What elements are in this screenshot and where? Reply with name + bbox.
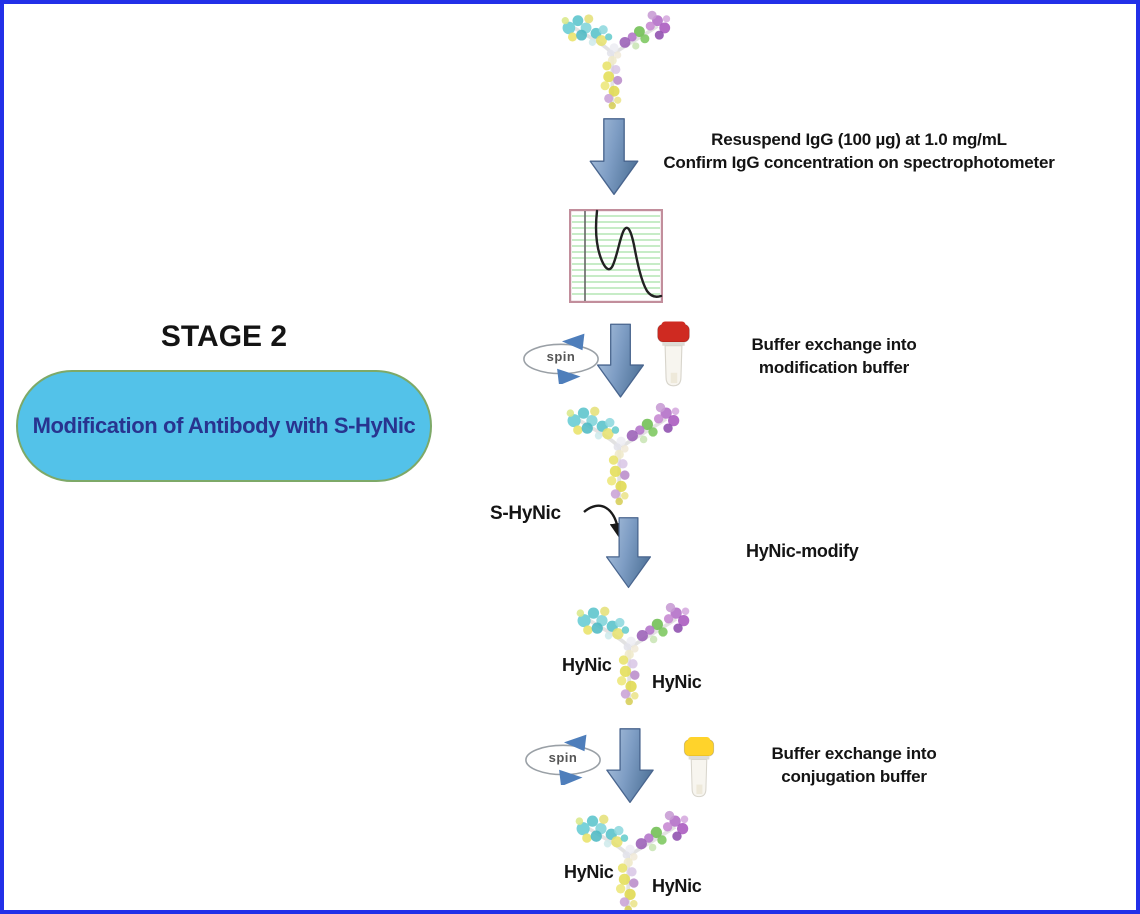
- spin-icon: spin: [522, 733, 604, 785]
- stage-banner-text: Modification of Antibody with S-HyNic: [32, 413, 416, 438]
- curved-arrow-icon: [583, 504, 626, 539]
- stage-banner: Modification of Antibody with S-HyNic: [16, 370, 432, 482]
- step-resuspend-line1: Resuspend IgG (100 µg) at 1.0 mg/mL: [711, 130, 1007, 149]
- step-conjugation-line1: Buffer exchange into: [771, 744, 937, 763]
- antibody-hynic-modified-icon: [570, 806, 692, 914]
- hynic-tag-label: HyNic: [564, 862, 614, 882]
- down-arrow-icon: [596, 323, 645, 399]
- spin-label: spin: [546, 349, 576, 364]
- hynic-modify-label: HyNic-modify: [746, 541, 859, 561]
- step-conjugation-line2: conjugation buffer: [781, 767, 927, 786]
- spin-icon: spin: [520, 332, 602, 384]
- stage-column: STAGE 2 Modification of Antibody with S-…: [16, 320, 432, 482]
- down-arrow-icon: [588, 118, 640, 196]
- stage-title: STAGE 2: [160, 320, 288, 353]
- antibody-igg-icon: [560, 400, 684, 508]
- hynic-tag-label: HyNic: [562, 655, 612, 675]
- down-arrow-icon: [605, 728, 655, 804]
- step-resuspend-text: Resuspend IgG (100 µg) at 1.0 mg/mL Conf…: [634, 128, 1084, 174]
- s-hynic-reagent-label: S-HyNic: [490, 503, 561, 524]
- step-modification-line2: modification buffer: [758, 358, 910, 377]
- step-conjugation-buffer-text: Buffer exchange into conjugation buffer: [719, 742, 989, 788]
- antibody-igg-icon: [556, 8, 674, 112]
- step-modification-buffer-text: Buffer exchange into modification buffer: [704, 333, 964, 379]
- microtube-red-cap-icon: [653, 319, 694, 393]
- step-modification-line1: Buffer exchange into: [751, 335, 917, 354]
- spin-label: spin: [548, 750, 578, 765]
- down-arrow-icon: [604, 517, 653, 589]
- hynic-tag-label: HyNic: [652, 672, 702, 692]
- microtube-yellow-cap-icon: [680, 735, 718, 803]
- spectrophotometer-trace-icon: [569, 209, 663, 303]
- hynic-tag-label: HyNic: [652, 876, 702, 896]
- step-resuspend-line2: Confirm IgG concentration on spectrophot…: [663, 153, 1055, 172]
